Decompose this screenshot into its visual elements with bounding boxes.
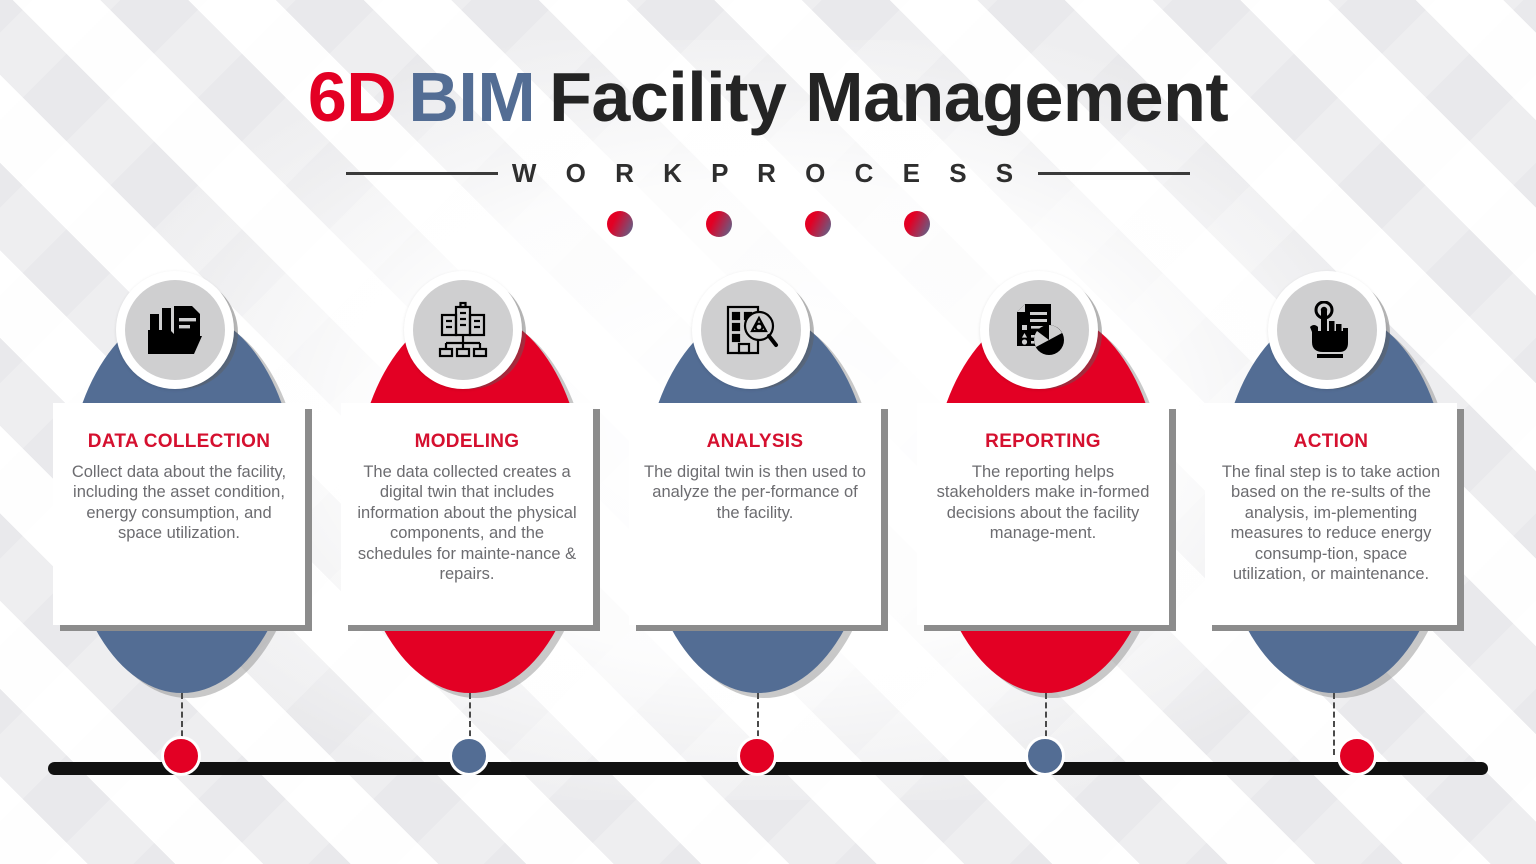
timeline-node-1[interactable]: [161, 736, 201, 776]
step-body: The final step is to take action based o…: [1221, 463, 1441, 584]
process-step-3[interactable]: ANALYSIS The digital twin is then used t…: [624, 255, 914, 755]
subtitle: W O R K P R O C E S S: [511, 158, 1025, 188]
step-card: ACTION The final step is to take action …: [1205, 403, 1457, 625]
timeline-node-2[interactable]: [449, 736, 489, 776]
timeline-node-3[interactable]: [737, 736, 777, 776]
timeline-node-5[interactable]: [1337, 736, 1377, 776]
gradient-dot-4: [903, 211, 930, 237]
step-icon-badge: [116, 271, 234, 389]
hand-tap-icon: [1277, 280, 1377, 380]
step-icon-badge: [1268, 271, 1386, 389]
step-card: DATA COLLECTION Collect data about the f…: [53, 403, 305, 625]
folder-documents-icon: [125, 280, 225, 380]
gradient-dot-2: [705, 211, 732, 237]
title-6d: 6D: [307, 58, 397, 136]
decorative-dot-row: [0, 211, 1536, 237]
step-body: The digital twin is then used to analyze…: [644, 463, 866, 522]
report-piechart-icon: [989, 280, 1089, 380]
step-title: ANALYSIS: [706, 431, 804, 452]
title-bim: BIM: [408, 58, 536, 136]
step-card: REPORTING The reporting helps stakeholde…: [917, 403, 1169, 625]
step-connector-line: [1333, 693, 1335, 755]
subtitle-rule-right: [1038, 172, 1191, 175]
process-step-4[interactable]: REPORTING The reporting helps stakeholde…: [912, 255, 1202, 755]
step-body: The data collected creates a digital twi…: [357, 463, 577, 584]
subtitle-row: W O R K P R O C E S S: [0, 158, 1536, 189]
process-step-2[interactable]: MODELING The data collected creates a di…: [336, 255, 626, 755]
step-card: MODELING The data collected creates a di…: [341, 403, 593, 625]
step-icon-badge: [692, 271, 810, 389]
gradient-dot-1: [606, 211, 633, 237]
buildings-hierarchy-icon: [413, 280, 513, 380]
process-steps: DATA COLLECTION Collect data about the f…: [0, 255, 1536, 755]
gradient-dot-3: [804, 211, 831, 237]
step-title: ACTION: [1293, 431, 1369, 452]
step-body: Collect data about the facility, includi…: [71, 463, 287, 543]
step-title: DATA COLLECTION: [87, 431, 271, 452]
timeline-node-4[interactable]: [1025, 736, 1065, 776]
title-facility-management: Facility Management: [549, 58, 1229, 136]
building-magnifier-icon: [701, 280, 801, 380]
step-title: REPORTING: [985, 431, 1101, 452]
process-step-1[interactable]: DATA COLLECTION Collect data about the f…: [48, 255, 338, 755]
subtitle-rule-left: [345, 172, 498, 175]
step-icon-badge: [980, 271, 1098, 389]
step-card: ANALYSIS The digital twin is then used t…: [629, 403, 881, 625]
step-body: The reporting helps stakeholders make in…: [936, 463, 1150, 543]
process-step-5[interactable]: ACTION The final step is to take action …: [1200, 255, 1490, 755]
step-icon-badge: [404, 271, 522, 389]
step-title: MODELING: [414, 431, 520, 452]
